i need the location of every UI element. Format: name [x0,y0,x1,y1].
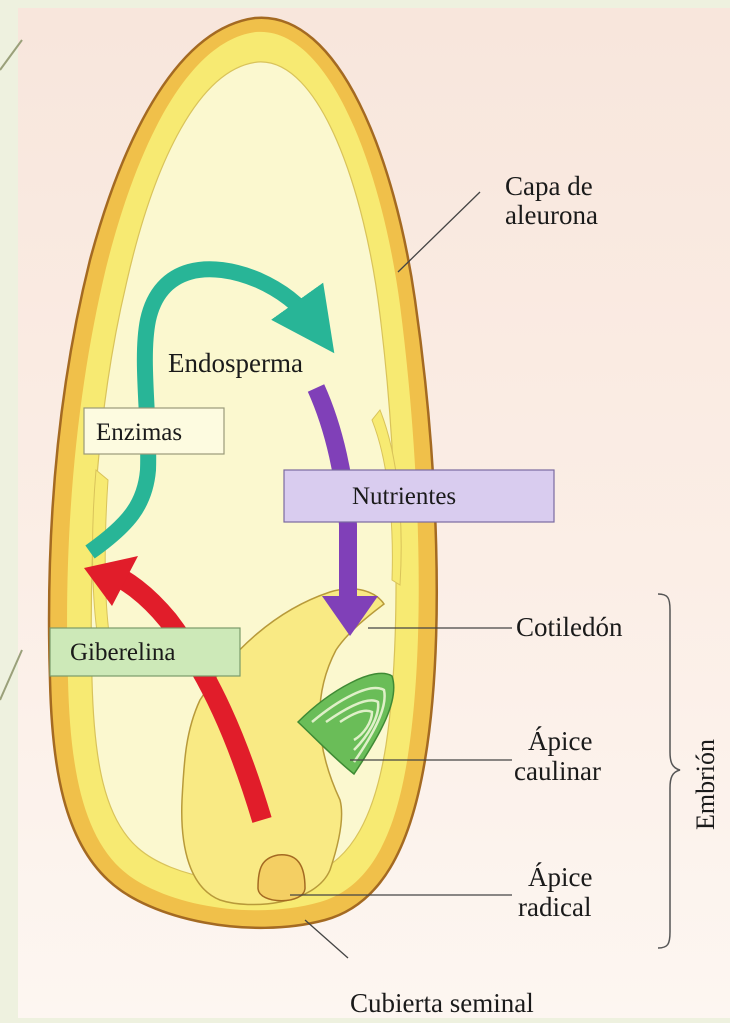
label-apice-radical-2: radical [518,892,591,922]
radical-apex [258,855,305,901]
label-apice-caulinar-2: caulinar [514,756,601,786]
label-cotiledon: Cotiledón [516,612,623,642]
label-apice-caulinar-1: Ápice [528,726,592,756]
label-giberelina: Giberelina [70,639,176,666]
label-capa-de: Capa de [505,171,593,201]
label-apice-radical-1: Ápice [528,862,592,892]
label-nutrientes: Nutrientes [352,483,456,510]
label-embrion: Embrión [691,739,720,830]
label-aleurona: aleurona [505,200,598,230]
label-cubierta-seminal: Cubierta seminal [350,988,534,1018]
label-enzimas: Enzimas [96,419,182,446]
label-endosperma: Endosperma [168,348,303,378]
